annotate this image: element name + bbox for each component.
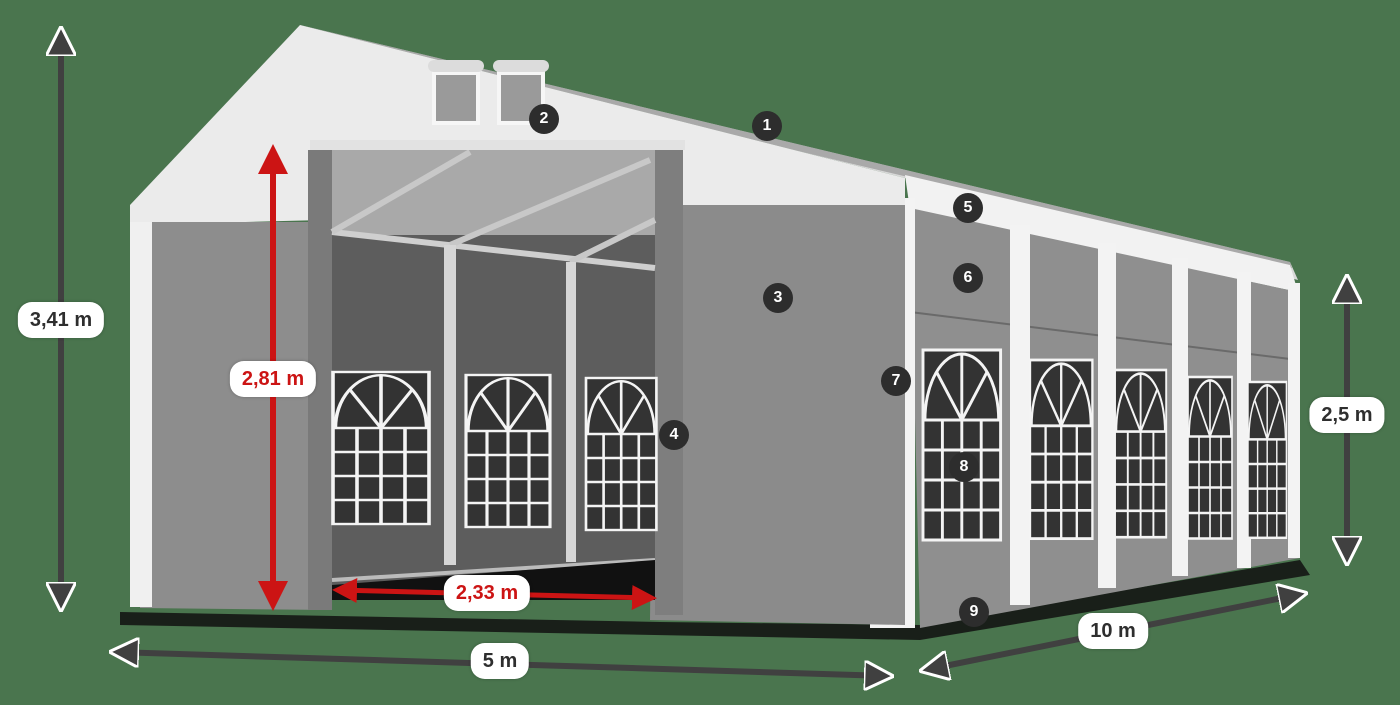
marker-2: 2 bbox=[529, 104, 559, 134]
marker-3: 3 bbox=[763, 283, 793, 313]
door-height-label: 2,81 m bbox=[229, 361, 317, 397]
total-height-label: 3,41 m bbox=[17, 302, 105, 338]
width-label: 5 m bbox=[470, 643, 530, 679]
marker-6: 6 bbox=[953, 263, 983, 293]
side-height-label: 2,5 m bbox=[1309, 397, 1385, 433]
marker-8: 8 bbox=[949, 452, 979, 482]
marker-5: 5 bbox=[953, 193, 983, 223]
marker-7: 7 bbox=[881, 366, 911, 396]
door-width-label: 2,33 m bbox=[443, 575, 531, 611]
length-label: 10 m bbox=[1078, 613, 1148, 649]
marker-1: 1 bbox=[752, 111, 782, 141]
marker-4: 4 bbox=[659, 420, 689, 450]
marker-9: 9 bbox=[959, 597, 989, 627]
